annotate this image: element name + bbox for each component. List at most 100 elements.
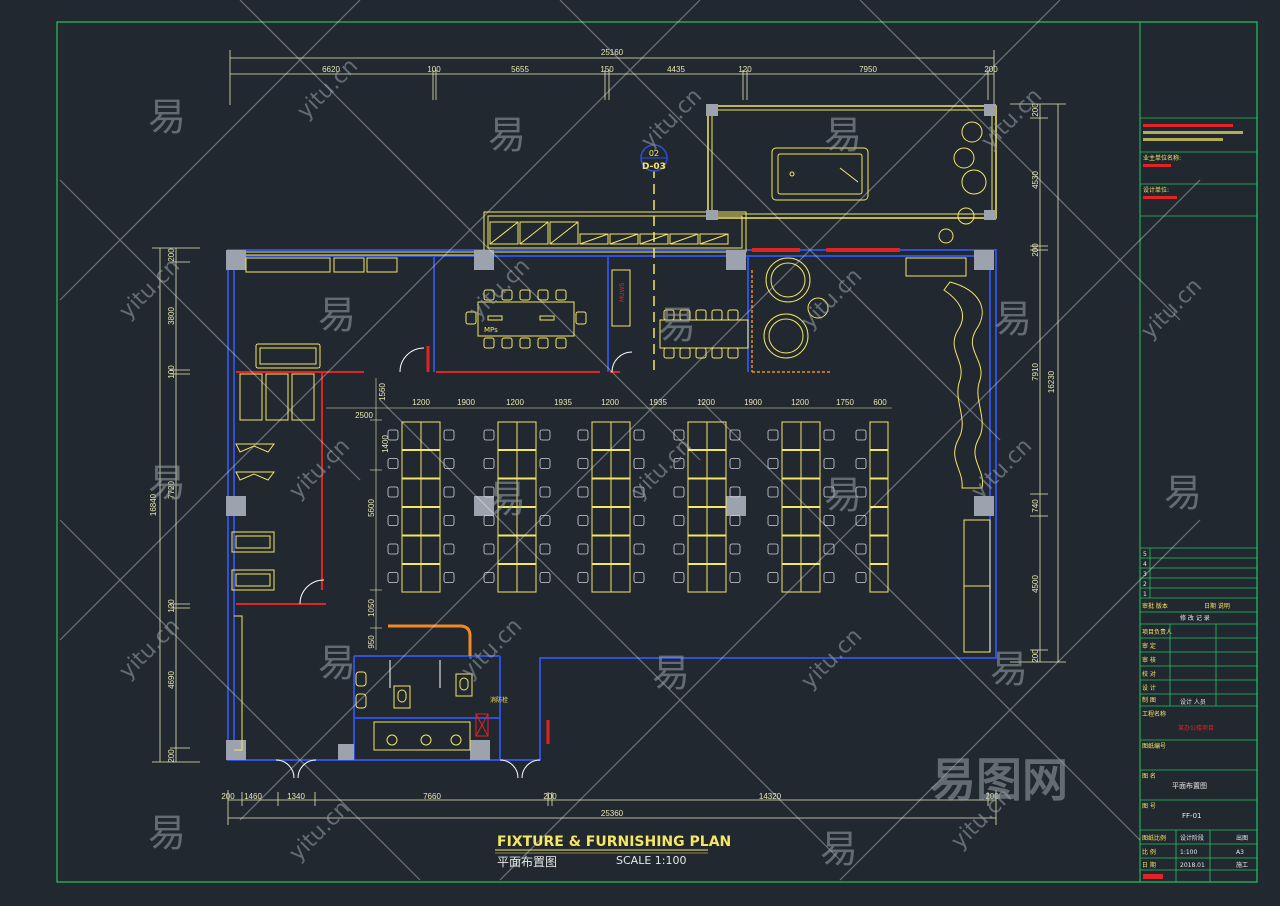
right-bench bbox=[963, 519, 991, 653]
bottom-row-1-c: 出图 bbox=[1236, 834, 1248, 842]
desk bbox=[687, 478, 708, 507]
wall-panel-label: MUWS bbox=[619, 282, 626, 302]
fire-hydrant-label: 消防栓 bbox=[490, 696, 508, 704]
sign-row-4: 校 对 bbox=[1142, 670, 1156, 678]
curved-sofa bbox=[943, 281, 984, 489]
desk bbox=[401, 450, 422, 479]
bottom-dim-1: 200 bbox=[221, 792, 235, 801]
sign-row-5: 设 计 bbox=[1142, 684, 1156, 692]
office-chair bbox=[633, 543, 645, 555]
desk-col-dim-5: 1050 bbox=[367, 599, 376, 617]
office-chair bbox=[633, 572, 645, 583]
drawing-number-label: 图 号 bbox=[1142, 803, 1156, 810]
left-dim-1: 200 bbox=[167, 248, 176, 262]
drawing-name-value: 平面布置图 bbox=[1172, 781, 1207, 790]
desk bbox=[869, 535, 889, 564]
office-chair bbox=[729, 543, 741, 555]
lounge-beanbags bbox=[763, 257, 967, 359]
watermark-site-7: yitu.cn bbox=[1137, 274, 1208, 345]
project-value: 某办公楼项目 bbox=[1178, 724, 1214, 732]
desk-row-dim: 1200 bbox=[506, 398, 524, 407]
left-dim-2: 3800 bbox=[167, 307, 176, 325]
office-chair bbox=[673, 572, 685, 583]
approval-sub: 修 改 记 录 bbox=[1180, 614, 1210, 622]
office-chair bbox=[577, 458, 589, 469]
desk bbox=[401, 535, 422, 564]
right-dim-7: 200 bbox=[1031, 649, 1040, 663]
desk bbox=[591, 450, 612, 479]
meeting-room-label: MPs bbox=[484, 326, 498, 334]
bottom-dim-6: 14320 bbox=[759, 792, 782, 801]
desk bbox=[516, 564, 537, 593]
watermark-site-8: yitu.cn bbox=[285, 434, 356, 505]
right-dimension-chain bbox=[1010, 103, 1066, 663]
office-chair bbox=[673, 486, 685, 498]
office-chair bbox=[729, 429, 741, 441]
office-chair bbox=[673, 429, 685, 441]
office-chair bbox=[387, 543, 399, 555]
office-chair bbox=[443, 429, 455, 441]
top-dim-7: 7950 bbox=[859, 65, 877, 74]
drawing-title: FIXTURE & FURNISHING PLAN 平面布置图 SCALE 1:… bbox=[495, 834, 731, 869]
desk bbox=[516, 535, 537, 564]
watermark-site-10: yitu.cn bbox=[967, 434, 1038, 505]
top-dim-3: 5655 bbox=[511, 65, 529, 74]
desk-row-dim: 1200 bbox=[697, 398, 715, 407]
desk bbox=[706, 478, 727, 507]
desk bbox=[706, 535, 727, 564]
watermark-brand: 易图网 bbox=[930, 753, 1068, 807]
office-chair bbox=[633, 429, 645, 441]
meeting-room-2 bbox=[611, 269, 749, 373]
structural-columns bbox=[226, 104, 996, 760]
storage-cabinets bbox=[489, 221, 729, 245]
bottom-row-2-c: A3 bbox=[1236, 849, 1244, 856]
office-chair bbox=[539, 429, 551, 441]
desk bbox=[869, 507, 889, 536]
revision-row-3: 3 bbox=[1143, 571, 1147, 578]
bottom-dim-3: 1340 bbox=[287, 792, 305, 801]
office-chair bbox=[483, 543, 495, 555]
office-chair bbox=[855, 543, 867, 555]
desk-row-dim: 1900 bbox=[457, 398, 475, 407]
watermark-char-15: 易 bbox=[820, 827, 858, 871]
top-dim-5: 4435 bbox=[667, 65, 685, 74]
left-dim-7: 200 bbox=[167, 749, 176, 763]
office-chair bbox=[673, 543, 685, 555]
desk bbox=[800, 478, 821, 507]
desk bbox=[781, 421, 802, 450]
office-chair bbox=[729, 572, 741, 583]
left-dim-4: 7720 bbox=[167, 481, 176, 499]
section-marker-bottom: D-03 bbox=[642, 162, 666, 172]
office-chair bbox=[729, 515, 741, 526]
bottom-dim-7: 200 bbox=[985, 792, 999, 801]
watermark-site-12: yitu.cn bbox=[457, 614, 528, 685]
watermark-char-3: 易 bbox=[824, 113, 862, 157]
top-dim-6: 120 bbox=[738, 65, 752, 74]
office-chair bbox=[673, 515, 685, 526]
office-chair bbox=[855, 458, 867, 469]
desk bbox=[800, 450, 821, 479]
office-chair bbox=[483, 429, 495, 441]
desk bbox=[610, 507, 631, 536]
drawing-label: 图纸编号 bbox=[1142, 742, 1166, 750]
revision-row-4: 4 bbox=[1143, 561, 1147, 568]
watermark-site-14: yitu.cn bbox=[285, 796, 356, 867]
revision-row-1: 1 bbox=[1143, 591, 1147, 598]
right-dim-1: 200 bbox=[1031, 103, 1040, 117]
desk bbox=[800, 535, 821, 564]
desk-col-dim-2: 2500 bbox=[355, 411, 373, 420]
project-label: 工程名称 bbox=[1142, 710, 1166, 718]
desk bbox=[869, 478, 889, 507]
plan-title-cn: 平面布置图 bbox=[497, 855, 557, 869]
top-dim-2: 100 bbox=[427, 65, 441, 74]
desk-col-dim-1: 1560 bbox=[378, 383, 387, 401]
top-dimension-chain bbox=[229, 50, 995, 105]
desk bbox=[401, 507, 422, 536]
bottom-dim-2: 1460 bbox=[244, 792, 262, 801]
right-dim-2: 4530 bbox=[1031, 171, 1040, 189]
designer-label: 设计单位: bbox=[1143, 186, 1169, 194]
desk bbox=[706, 564, 727, 593]
desk bbox=[706, 450, 727, 479]
office-chair bbox=[633, 515, 645, 526]
